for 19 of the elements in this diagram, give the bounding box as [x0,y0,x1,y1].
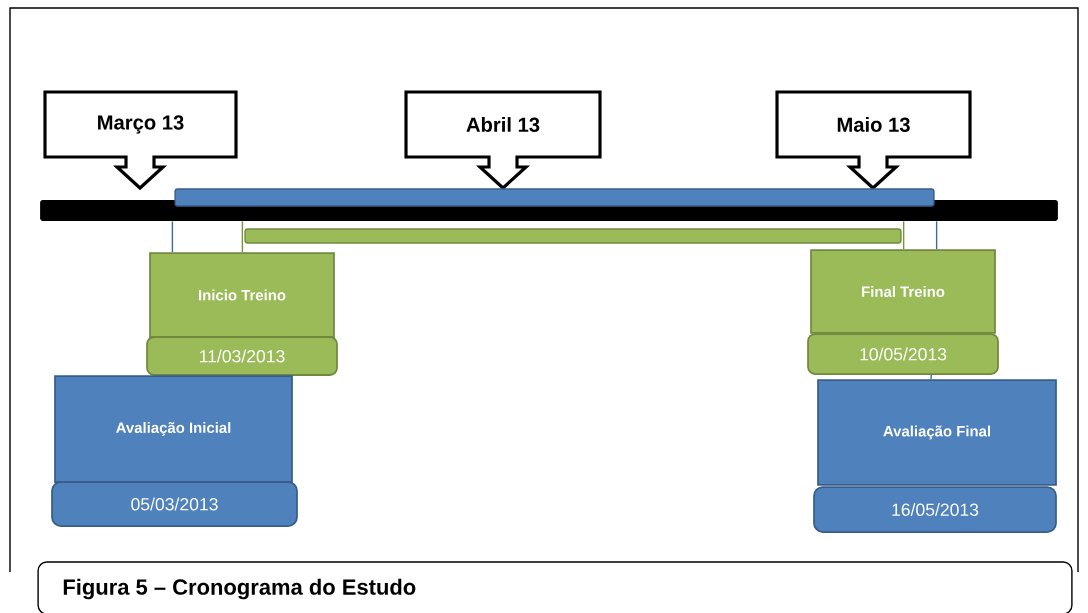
event-box: Inicio Treino [149,252,335,338]
connector-line [935,220,938,250]
connector-line [171,220,174,253]
date-box: 11/03/2013 [146,336,338,376]
event-box: Avaliação Final [817,379,1057,486]
connector-line [902,220,905,250]
caption-box: Figura 5 – Cronograma do Estudo [37,561,1073,613]
callout-box: Março 13 [43,90,238,191]
event-box: Final Treino [810,249,996,334]
date-box: 16/05/2013 [813,486,1057,533]
duration-bar [174,188,935,207]
duration-bar [244,228,902,244]
connector-line [930,374,932,380]
date-box: 05/03/2013 [51,481,298,527]
connector-line [241,220,244,253]
callout-box: Abril 13 [404,90,602,191]
date-box: 10/05/2013 [807,333,999,375]
callout-box: Maio 13 [775,90,972,191]
event-box: Avaliação Inicial [54,375,293,483]
